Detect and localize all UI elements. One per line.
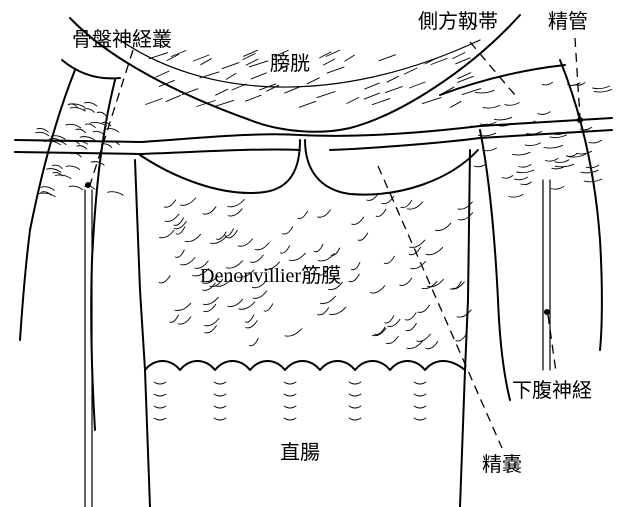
- leader-seminal-vesicle: [378, 166, 502, 448]
- right-nerve-dot: [544, 309, 550, 315]
- label-seminal-vesicle: 精嚢: [482, 452, 522, 476]
- leader-hypogastric-nerve: [548, 315, 556, 372]
- leader-lateral-ligament: [470, 42, 515, 95]
- label-hypogastric-nerve: 下腹神経: [512, 378, 592, 402]
- label-rectum: 直腸: [280, 440, 320, 464]
- right-lateral-hatching: [471, 82, 611, 197]
- label-pelvic-plexus: 骨盤神経叢: [72, 27, 172, 51]
- rectum-marks: [154, 382, 426, 420]
- label-vas-deferens: 精管: [548, 9, 588, 33]
- leader-pelvic-plexus: [90, 50, 133, 185]
- seminal-vesicles: [140, 140, 478, 195]
- label-denonvilliers-fascia: Denonvillier筋膜: [200, 264, 341, 287]
- label-lateral-ligament: 側方靱帯: [418, 9, 498, 33]
- label-bladder: 膀胱: [270, 51, 310, 75]
- left-lateral-tissue: [20, 60, 123, 507]
